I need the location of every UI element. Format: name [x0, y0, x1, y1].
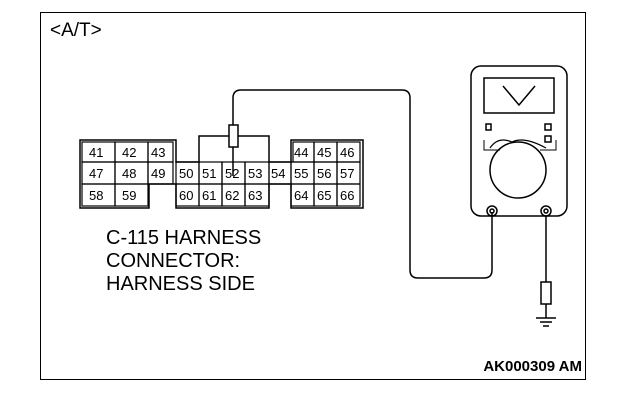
connector-label: C-115 HARNESS CONNECTOR: HARNESS SIDE: [106, 227, 261, 296]
pin-61: 61: [202, 188, 216, 203]
pin-43: 43: [151, 145, 165, 160]
meter-dial-icon: [489, 141, 547, 199]
figure-code: AK000309 AM: [483, 358, 582, 375]
pin-66: 66: [340, 188, 354, 203]
pin-49: 49: [151, 166, 165, 181]
pin-57: 57: [340, 166, 354, 181]
connector-name: C-115 HARNESS: [106, 227, 262, 249]
section-title: <A/T>: [50, 20, 102, 41]
meter-jack-com: [486, 205, 498, 217]
pin-54: 54: [271, 166, 285, 181]
pin-41: 41: [89, 145, 103, 160]
meter-v-symbol-icon: [502, 85, 536, 107]
pin-64: 64: [294, 188, 308, 203]
pin-59: 59: [122, 188, 136, 203]
pin-44: 44: [294, 145, 308, 160]
pin-53: 53: [248, 166, 262, 181]
pin-56: 56: [317, 166, 331, 181]
connector-line2: CONNECTOR:: [106, 250, 241, 272]
pin-47: 47: [89, 166, 103, 181]
probe-positive: [228, 89, 493, 279]
pin-65: 65: [317, 188, 331, 203]
pin-58: 58: [89, 188, 103, 203]
pin-62: 62: [225, 188, 239, 203]
pin-51: 51: [202, 166, 216, 181]
pin-50: 50: [179, 166, 193, 181]
diagram-frame: [40, 12, 586, 380]
probe-negative: [540, 216, 552, 318]
multimeter: [470, 65, 568, 217]
pin-48: 48: [122, 166, 136, 181]
pin-52: 52: [225, 166, 239, 181]
pin-46: 46: [340, 145, 354, 160]
pin-42: 42: [122, 145, 136, 160]
ground-symbol-icon: [536, 317, 556, 327]
meter-display: [483, 77, 555, 114]
connector-pins: [81, 141, 361, 207]
meter-jack-v: [540, 205, 552, 217]
pin-60: 60: [179, 188, 193, 203]
pin-55: 55: [294, 166, 308, 181]
pin-45: 45: [317, 145, 331, 160]
connector-line3: HARNESS SIDE: [106, 273, 255, 295]
pin-labels: 41 42 43 44 45 46 47 48 49 50 51 52 53 5…: [89, 145, 354, 203]
pin-63: 63: [248, 188, 262, 203]
